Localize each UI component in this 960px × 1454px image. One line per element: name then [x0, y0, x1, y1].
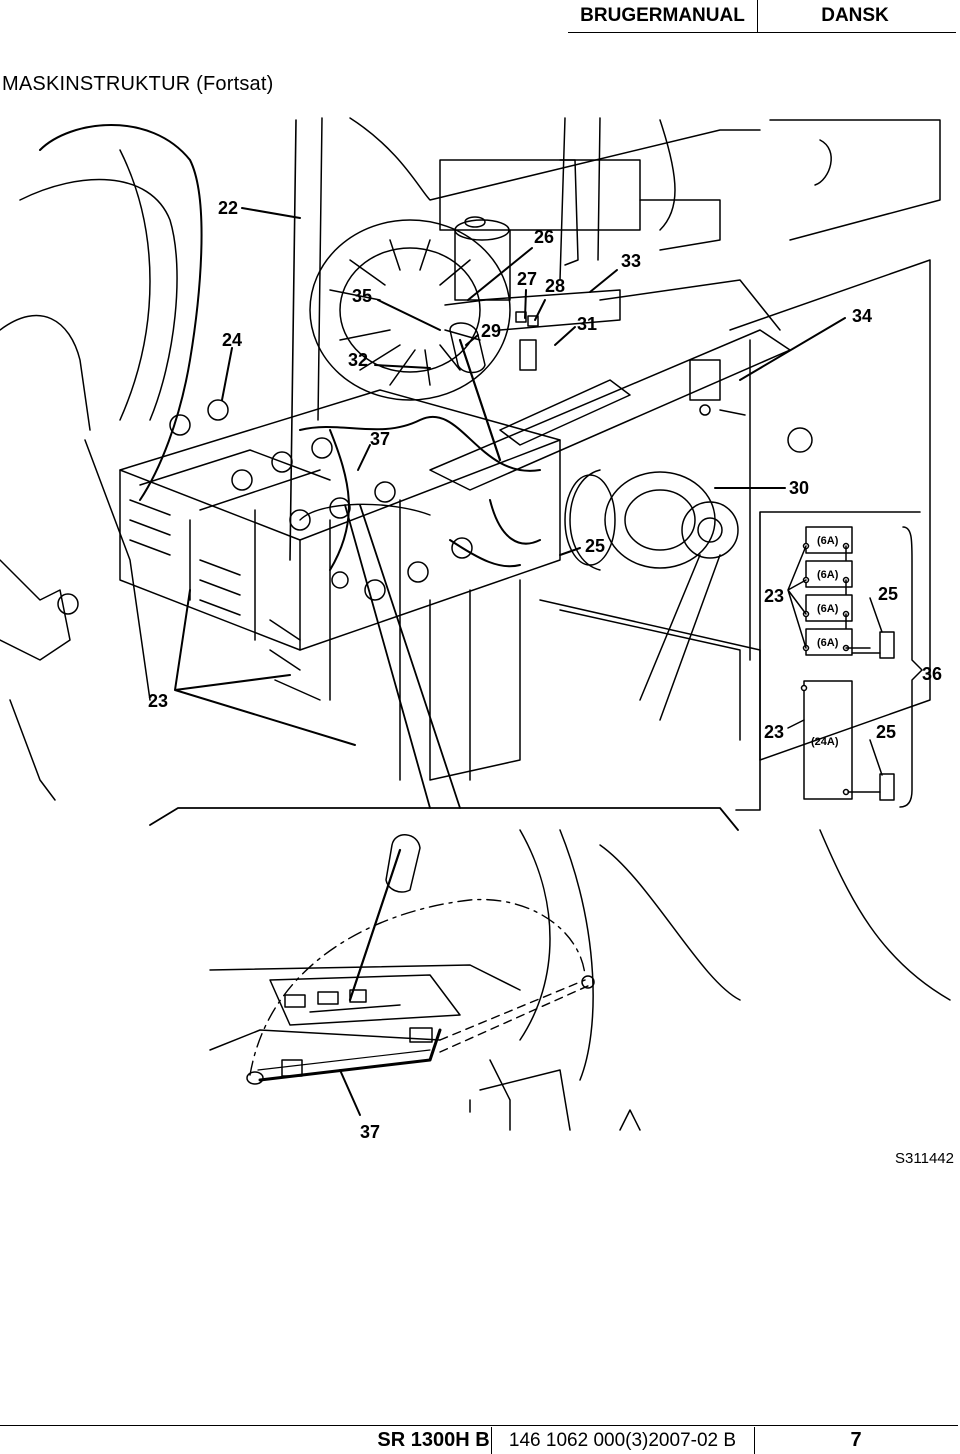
header-divider	[757, 0, 758, 32]
callout-25-pump: 25	[585, 536, 605, 556]
fuse-label-2: (6A)	[817, 569, 839, 581]
callout-23-circuit-24a: 23	[764, 722, 784, 742]
fuse-label-1: (6A)	[817, 535, 839, 547]
callout-23-circuit: 23	[764, 586, 784, 606]
machine-structure-illustration: 22 26 33 27 28 35 24 29 31 34 32 37 30 2…	[0, 110, 960, 1180]
callout-37-top: 37	[370, 429, 390, 449]
part-number: 146 1062 000(3)2007-02 B	[508, 1429, 737, 1451]
callout-leaders	[174, 207, 846, 1116]
fuse-box-4	[805, 628, 853, 656]
callout-22: 22	[218, 198, 238, 218]
fuse-label-4: (6A)	[817, 637, 839, 649]
fuse-label-24a: (24A)	[811, 736, 839, 748]
callout-32: 32	[348, 350, 368, 370]
header-rule	[568, 32, 956, 33]
fuse-circuit-diagram	[735, 511, 923, 811]
page-header: BRUGERMANUAL DANSK	[0, 0, 960, 36]
callout-labels: 22 26 33 27 28 35 24 29 31 34 32 37 30 2…	[148, 198, 942, 1142]
fuse-box-2	[805, 560, 853, 588]
page-footer: SR 1300H B 146 1062 000(3)2007-02 B 7	[0, 1425, 960, 1454]
language-label: DANSK	[821, 5, 889, 26]
callout-37-bottom: 37	[360, 1122, 380, 1142]
callout-25-circuit-24a: 25	[876, 722, 896, 742]
callout-23-batteries: 23	[148, 691, 168, 711]
model-name: SR 1300H B	[377, 1429, 490, 1451]
lower-lever-detail	[149, 807, 951, 1131]
callout-33: 33	[621, 251, 641, 271]
manual-label: BRUGERMANUAL	[580, 5, 745, 26]
fuse-labels: (6A) (6A) (6A) (6A) (24A)	[811, 535, 839, 748]
fuse-box-1	[805, 526, 853, 554]
footer-rule	[0, 1425, 958, 1426]
fuse-box-3	[805, 594, 853, 622]
section-title: MASKINSTRUKTUR (Fortsat)	[2, 73, 274, 95]
callout-31: 31	[577, 314, 597, 334]
footer-divider	[491, 1427, 492, 1454]
callout-27: 27	[517, 269, 537, 289]
callout-29: 29	[481, 321, 501, 341]
callout-36: 36	[922, 664, 942, 684]
page-number: 7	[850, 1429, 862, 1451]
figure-code: S311442	[895, 1150, 954, 1167]
callout-24: 24	[222, 330, 242, 350]
callout-28: 28	[545, 276, 565, 296]
callout-25-circuit: 25	[878, 584, 898, 604]
fuse-label-3: (6A)	[817, 603, 839, 615]
callout-34: 34	[852, 306, 872, 326]
callout-35: 35	[352, 286, 372, 306]
upper-machine-drawing	[0, 117, 941, 809]
fuse-box-24a	[803, 680, 853, 800]
callout-30: 30	[789, 478, 809, 498]
footer-divider	[754, 1427, 755, 1454]
callout-26: 26	[534, 227, 554, 247]
